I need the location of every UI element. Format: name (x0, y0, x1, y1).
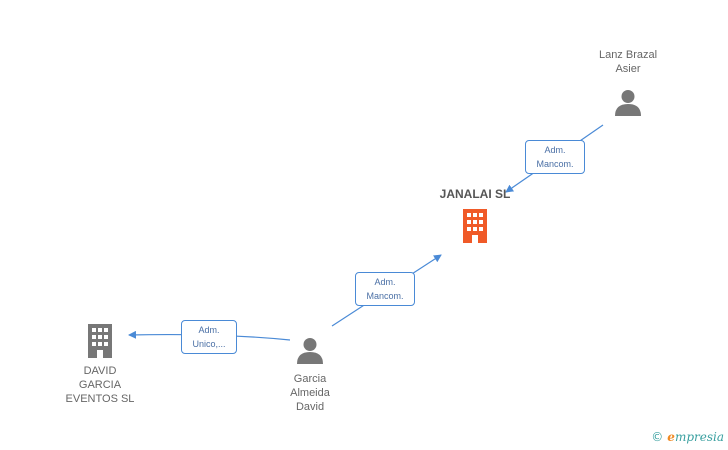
company-name-label: JANALAI SL (439, 187, 511, 201)
brand-name: mpresia (674, 430, 724, 444)
person-name-line: David (295, 401, 325, 413)
person-icon (297, 338, 323, 364)
person-name-line: Asier (615, 63, 641, 75)
empresia-watermark: ©empresia (651, 430, 724, 444)
company-name-line: DAVID (83, 365, 117, 377)
company-name-line: GARCIA (78, 379, 122, 391)
person-name-label: Lanz Brazal Asier (580, 48, 676, 76)
person-name-line: Almeida (290, 387, 330, 399)
edge-label-garcia-david-garcia[interactable]: Adm. Unico,... (181, 320, 237, 354)
company-name-label: DAVID GARCIA EVENTOS SL (52, 364, 148, 406)
edge-label-line: Mancom. (366, 291, 404, 301)
edge-label-line: Mancom. (536, 159, 574, 169)
node-company-janalai-sl[interactable]: JANALAI SL (420, 187, 530, 243)
building-icon (463, 209, 487, 243)
edge-label-lanz-janalai[interactable]: Adm. Mancom. (525, 140, 585, 174)
company-name-line: EVENTOS SL (65, 393, 135, 405)
edge-label-line: Adm. (198, 325, 220, 335)
person-name-line: Garcia (293, 373, 327, 385)
brand-initial: e (667, 430, 675, 444)
person-name-line: Lanz Brazal (598, 49, 658, 61)
person-icon (615, 90, 641, 116)
node-person-garcia-almeida-david[interactable]: Garcia Almeida David (262, 336, 358, 414)
copyright-symbol: © (651, 430, 664, 444)
node-person-lanz-brazal-asier[interactable]: Lanz Brazal Asier (580, 48, 676, 118)
edge-label-garcia-janalai[interactable]: Adm. Mancom. (355, 272, 415, 306)
person-name-label: Garcia Almeida David (262, 372, 358, 414)
edge-label-line: Adm. (544, 145, 566, 155)
edge-label-line: Adm. (374, 277, 396, 287)
building-icon (88, 324, 112, 358)
node-company-david-garcia-eventos-sl[interactable]: DAVID GARCIA EVENTOS SL (52, 322, 148, 406)
edge-label-line: Unico,... (192, 339, 226, 349)
